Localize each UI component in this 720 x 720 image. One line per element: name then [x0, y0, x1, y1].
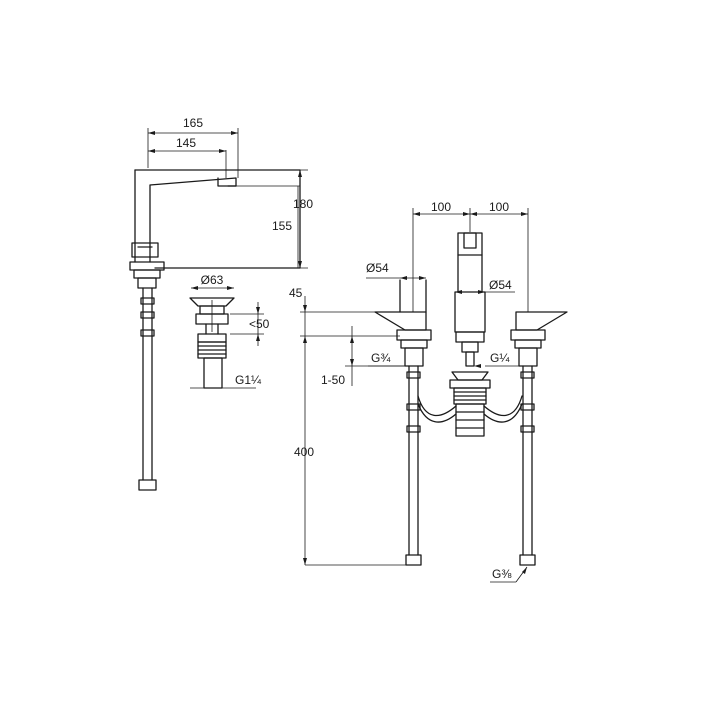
- dim-handle-diameter: Ø54: [366, 261, 389, 275]
- dim-spout-diameter: Ø54: [489, 278, 512, 292]
- dim-waste-lift: <50: [249, 317, 270, 331]
- dim-spout-height-total: 180: [293, 197, 313, 211]
- diameter-dimensions: Ø54 Ø54: [366, 261, 515, 294]
- dim-spout-reach-outlet: 145: [176, 136, 196, 150]
- thread-labels: G¾ G¼ G⅜: [368, 351, 528, 583]
- popup-waste: [189, 297, 235, 389]
- dim-handle-spacing-left: 100: [431, 200, 451, 214]
- vertical-dimensions: 45 1-50 400: [289, 286, 408, 566]
- dim-spout-thread: G¼: [490, 351, 510, 365]
- spout-reach-dimensions: 165 145: [147, 116, 239, 178]
- three-hole-mixer: [374, 232, 568, 566]
- handle-spacing-dimensions: 100 100: [412, 200, 529, 312]
- dim-waste-diameter: Ø63: [201, 273, 224, 287]
- dim-spout-height-outlet: 155: [272, 219, 292, 233]
- dim-hose-connection: G⅜: [492, 567, 512, 581]
- dim-deck-range: 1-50: [321, 373, 345, 387]
- dim-deck-thickness: 45: [289, 286, 303, 300]
- dim-waste-thread: G1¼: [235, 373, 262, 387]
- dim-handle-spacing-right: 100: [489, 200, 509, 214]
- dim-hose-length: 400: [294, 445, 314, 459]
- dim-handle-thread: G¾: [371, 351, 391, 365]
- waste-dimensions: Ø63 <50 G1¼: [190, 273, 270, 389]
- spout-height-dimensions: 180 155: [236, 169, 313, 269]
- dim-spout-reach-total: 165: [183, 116, 203, 130]
- basin-mixer-side-view: [129, 169, 301, 491]
